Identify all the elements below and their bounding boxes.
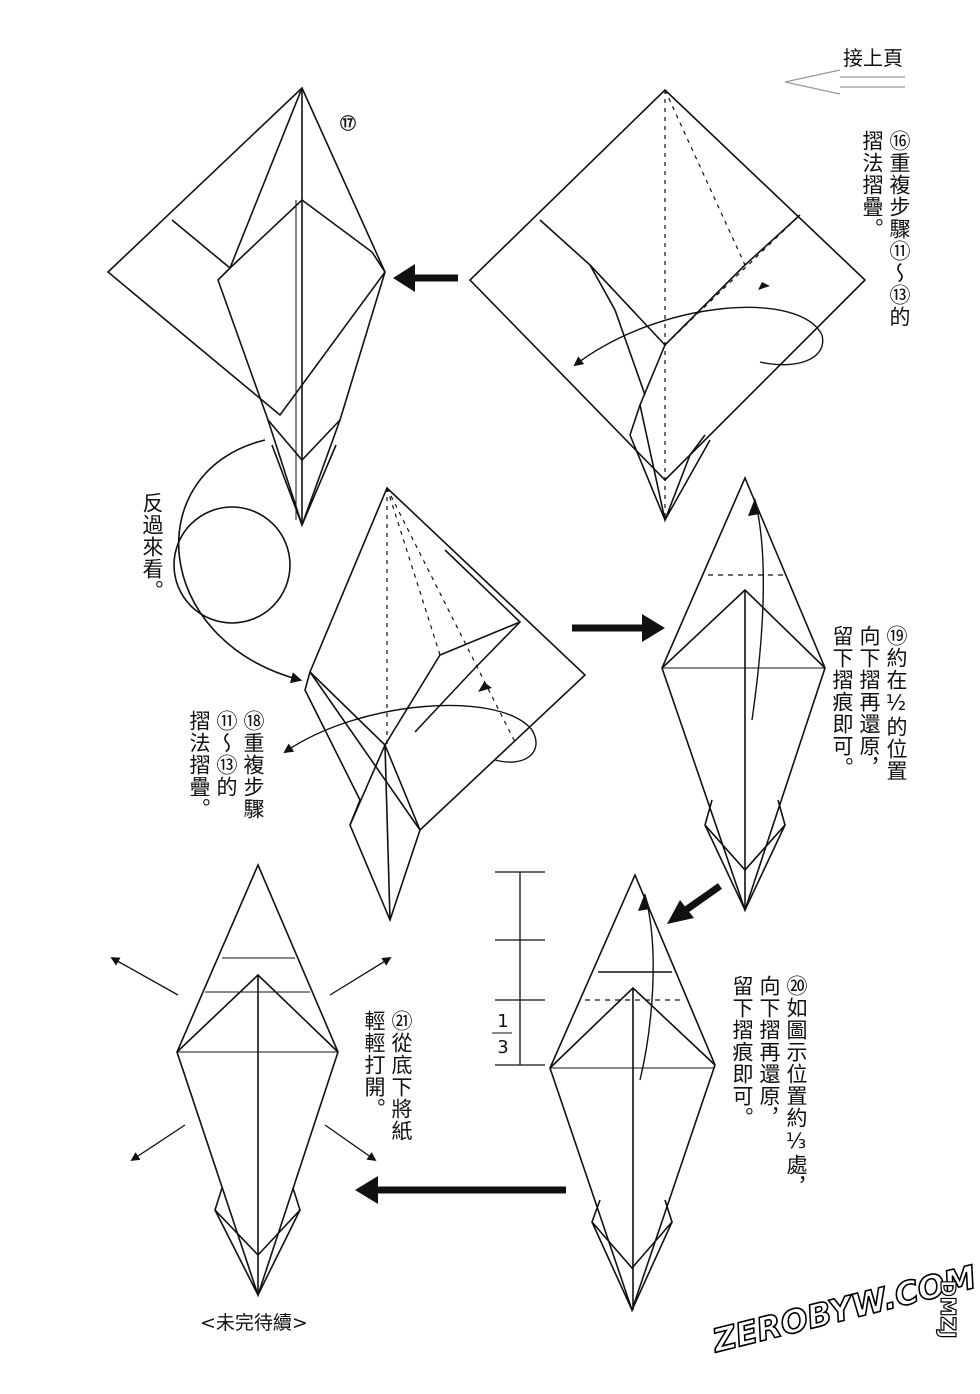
step20-number: ⑳ (784, 975, 808, 997)
step21-number: ㉑ (389, 1010, 413, 1032)
step17-diagram (106, 86, 386, 528)
step21-instruction: ㉑從底下將紙 輕輕打開。 (360, 1010, 414, 1150)
arrow-down-left-icon (667, 883, 723, 924)
continue-arrow-icon (784, 69, 905, 95)
flip-over-arrow-icon (173, 439, 303, 684)
continue-label: 接上頁 (843, 46, 903, 70)
step17-number: ⑰ (340, 114, 357, 133)
fraction-denominator: 3 (497, 1037, 509, 1058)
step16-number: ⑯ (887, 130, 911, 152)
step16-diagram (468, 88, 867, 523)
step21-diagram (110, 862, 392, 1298)
step18-instruction: ⑱重複步驟 ⑪～⑬的 摺法摺疊。 (185, 710, 266, 850)
step19-diagram (661, 475, 826, 913)
to-be-continued-label: <未完待續> (200, 1312, 308, 1334)
step19-instruction: ⑲約在½的位置 向下摺再還原， 留下摺痕即可。 (828, 625, 909, 795)
step18-diagram (283, 486, 587, 923)
step20-instruction: ⑳如圖示位置約⅓處， 向下摺再還原， 留下摺痕即可。 (728, 975, 809, 1198)
arrow-left-icon (355, 1176, 566, 1204)
step18-number: ⑱ (241, 710, 265, 732)
flip-over-label: 反過來看。 (140, 492, 164, 602)
step21-text: 從底下將紙 輕輕打開。 (362, 1010, 413, 1142)
step20-text: 如圖示位置約⅓處， 向下摺再還原， 留下摺痕即可。 (730, 975, 808, 1198)
arrow-left-icon (393, 264, 458, 292)
measurement-ruler (492, 871, 545, 1066)
step16-instruction: ⑯重複步驟⑪～⑬的 摺法摺疊。 (858, 130, 912, 430)
step19-number: ⑲ (884, 625, 908, 647)
watermark-side-logo: DMZJ (935, 1279, 960, 1339)
fraction-numerator: 1 (497, 1011, 509, 1032)
arrow-right-icon (572, 614, 665, 642)
step18-text: 重複步驟 ⑪～⑬的 摺法摺疊。 (187, 710, 265, 820)
step19-text: 約在½的位置 向下摺再還原， 留下摺痕即可。 (830, 625, 908, 782)
step20-diagram (549, 872, 716, 1313)
step16-text: 重複步驟⑪～⑬的 摺法摺疊。 (860, 130, 911, 328)
